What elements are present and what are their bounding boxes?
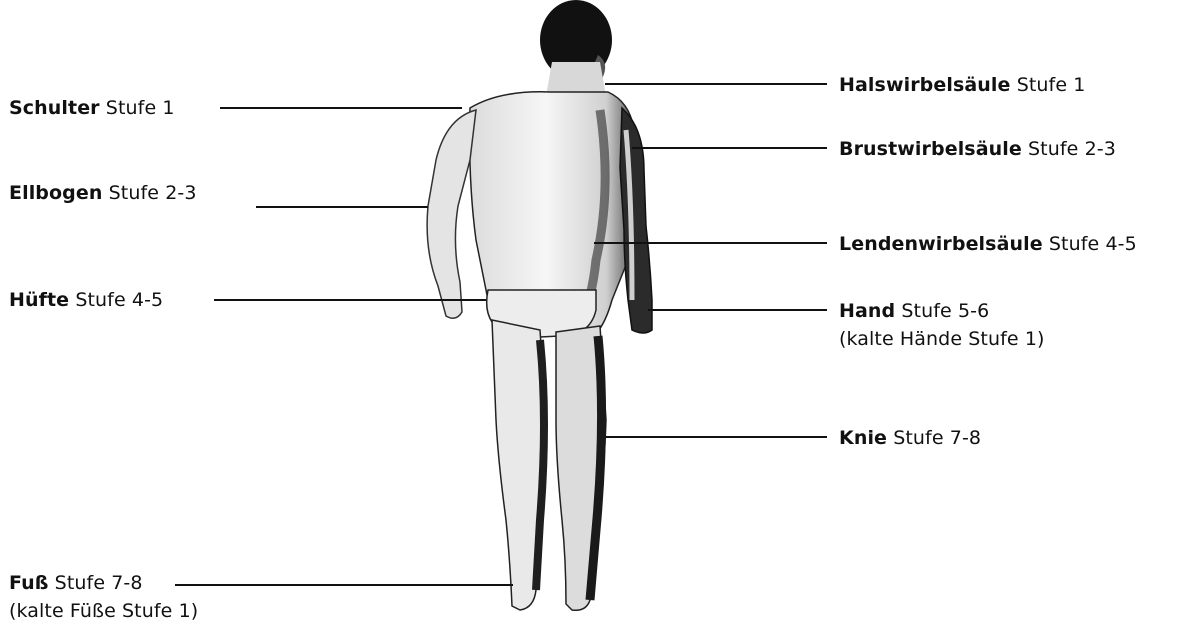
leader-elbow — [256, 206, 428, 208]
label-hip-part: Hüfte — [9, 289, 69, 311]
label-cervical: Halswirbelsäule Stufe 1 — [839, 72, 1085, 99]
leader-shoulder — [220, 107, 462, 109]
label-shoulder: Schulter Stufe 1 — [9, 95, 175, 122]
left-arm — [427, 110, 476, 318]
label-shoulder-level: Stufe 1 — [106, 97, 175, 119]
label-shoulder-part: Schulter — [9, 97, 100, 119]
label-thoracic-part: Brustwirbelsäule — [839, 138, 1022, 160]
label-thoracic: Brustwirbelsäule Stufe 2-3 — [839, 136, 1116, 163]
leader-lumbar — [594, 242, 827, 244]
label-elbow: Ellbogen Stufe 2-3 — [9, 180, 197, 207]
leader-thoracic — [632, 147, 827, 149]
leader-knee — [606, 436, 827, 438]
label-thoracic-level: Stufe 2-3 — [1028, 138, 1116, 160]
label-lumbar: Lendenwirbelsäule Stufe 4-5 — [839, 231, 1137, 258]
label-foot-level: Stufe 7-8 — [55, 572, 143, 594]
label-knee-level: Stufe 7-8 — [893, 427, 981, 449]
label-cervical-part: Halswirbelsäule — [839, 74, 1011, 96]
label-hip: Hüfte Stufe 4-5 — [9, 287, 163, 314]
neck — [546, 62, 606, 96]
label-hip-level: Stufe 4-5 — [75, 289, 163, 311]
label-foot-note: (kalte Füße Stufe 1) — [9, 598, 198, 625]
label-knee: Knie Stufe 7-8 — [839, 425, 981, 452]
label-cervical-level: Stufe 1 — [1017, 74, 1086, 96]
leader-hand — [648, 309, 827, 311]
label-hand-part: Hand — [839, 300, 895, 322]
leader-cervical — [605, 83, 827, 85]
label-hand-level: Stufe 5-6 — [901, 300, 989, 322]
label-lumbar-part: Lendenwirbelsäule — [839, 233, 1043, 255]
label-foot: Fuß Stufe 7-8 — [9, 570, 143, 597]
leader-foot — [175, 584, 513, 586]
label-hand-note: (kalte Hände Stufe 1) — [839, 326, 1045, 353]
label-knee-part: Knie — [839, 427, 887, 449]
label-elbow-level: Stufe 2-3 — [109, 182, 197, 204]
label-lumbar-level: Stufe 4-5 — [1049, 233, 1137, 255]
leader-hip — [214, 299, 486, 301]
label-hand: Hand Stufe 5-6 — [839, 298, 989, 325]
label-elbow-part: Ellbogen — [9, 182, 102, 204]
label-foot-part: Fuß — [9, 572, 49, 594]
